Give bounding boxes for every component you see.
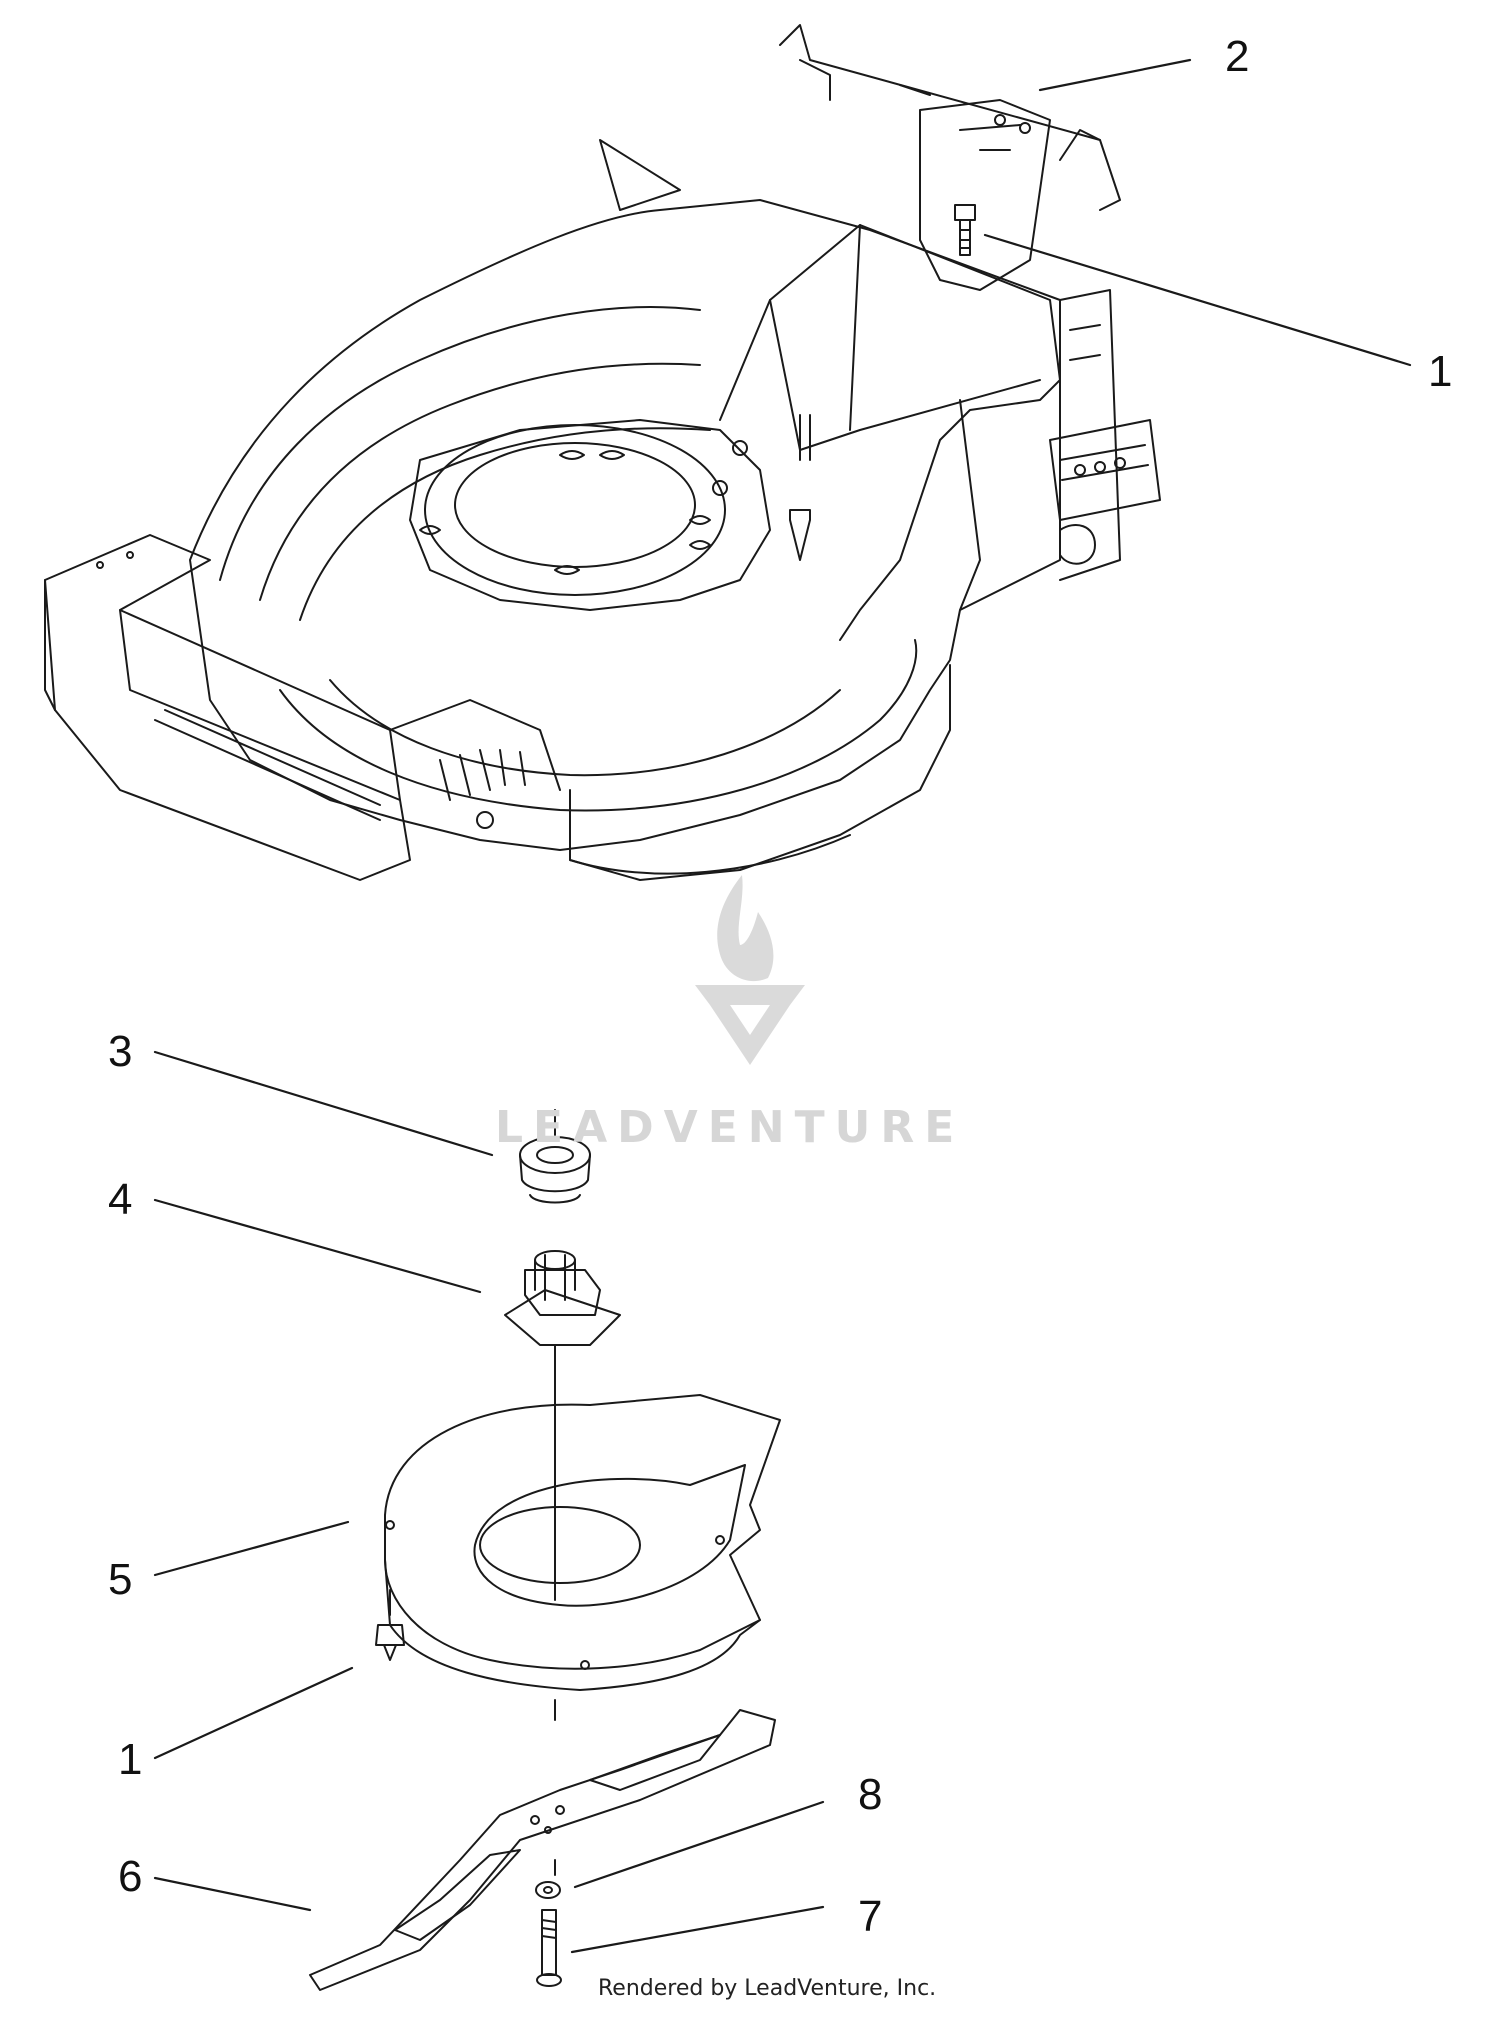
screw-part <box>375 1589 405 1661</box>
leader-line-6 <box>153 1876 312 1912</box>
bearing-part <box>519 1109 591 1204</box>
leader-line-1-top <box>983 233 1412 367</box>
render-credit: Rendered by LeadVenture, Inc. <box>598 1976 937 2001</box>
leader-line-2 <box>1038 58 1192 92</box>
callout-1-bottom: 1 <box>118 1735 143 1784</box>
mower-blade-part <box>309 1699 776 1991</box>
callout-3: 3 <box>108 1027 133 1076</box>
leader-line-4 <box>153 1198 482 1294</box>
blade-bolt-part <box>536 1909 562 1987</box>
callout-6: 6 <box>118 1852 143 1901</box>
callout-7: 7 <box>858 1892 883 1941</box>
leader-line-7 <box>570 1905 825 1954</box>
leader-line-3 <box>153 1050 494 1157</box>
watermark-logo <box>695 875 805 1065</box>
callout-4: 4 <box>108 1175 133 1224</box>
leader-lines <box>153 58 1412 1954</box>
blade-adapter-part <box>504 1250 621 1346</box>
callout-1-top: 1 <box>1428 347 1453 396</box>
callout-8: 8 <box>858 1770 883 1819</box>
watermark-text: LEADVENTURE <box>495 1102 964 1153</box>
leader-line-5 <box>153 1520 350 1577</box>
washer-part <box>535 1859 561 1899</box>
leader-line-1-bottom <box>153 1666 354 1760</box>
baffle-part <box>384 1394 781 1691</box>
callout-2: 2 <box>1225 32 1250 81</box>
callout-5: 5 <box>108 1555 133 1604</box>
mower-deck-housing <box>44 24 1161 881</box>
leader-line-8 <box>573 1800 825 1889</box>
